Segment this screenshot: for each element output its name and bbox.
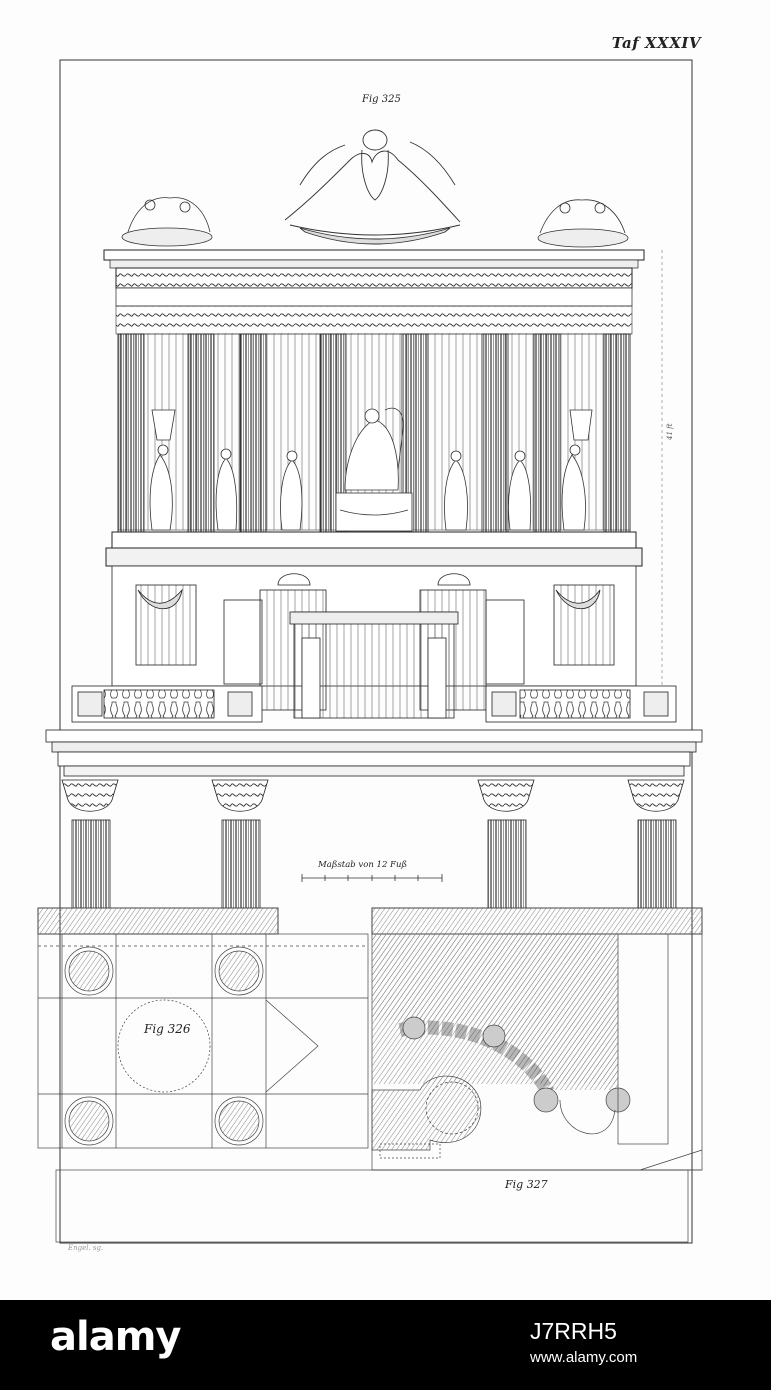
upper-cornice-band — [105, 547, 643, 567]
scale-label: Maßstab von 12 Fuß — [318, 860, 408, 870]
middle-storey — [111, 565, 637, 719]
fig-326-plan — [37, 933, 369, 1149]
corner-sculpture-right — [537, 199, 629, 248]
main-cornice — [45, 729, 703, 777]
alamy-logo: alamy — [50, 1314, 181, 1360]
lower-frame — [55, 1169, 689, 1243]
figure-326-label: Fig 326 — [144, 1022, 191, 1036]
fig-327-plan — [371, 933, 703, 1171]
balcony-balustrade-left — [71, 685, 263, 723]
engraver-signature: Engel. sg. — [68, 1244, 104, 1252]
floor-section-left — [37, 907, 279, 935]
corner-sculpture-left — [121, 197, 213, 247]
figure-325-label: Fig 325 — [362, 94, 401, 105]
angel-group-sculpture — [284, 129, 461, 245]
upper-entablature — [103, 249, 645, 335]
lower-colonnade — [61, 779, 685, 909]
musician-statues — [149, 407, 593, 532]
plate-frame — [59, 59, 693, 1244]
balcony-balustrade-right — [485, 685, 677, 723]
watermark-footer — [0, 1300, 771, 1390]
figure-327-label: Fig 327 — [505, 1178, 548, 1191]
height-dimension-label: 41 ft — [666, 423, 674, 440]
plate-number: Taf XXXIV — [611, 34, 701, 52]
scale-bar — [301, 874, 443, 882]
organ-elevation-drawing — [37, 59, 703, 1244]
image-id: J7RRH5 — [530, 1318, 617, 1344]
upper-stylobate — [111, 531, 637, 549]
site-url: www.alamy.com — [530, 1349, 638, 1366]
floor-section-right — [371, 907, 703, 935]
